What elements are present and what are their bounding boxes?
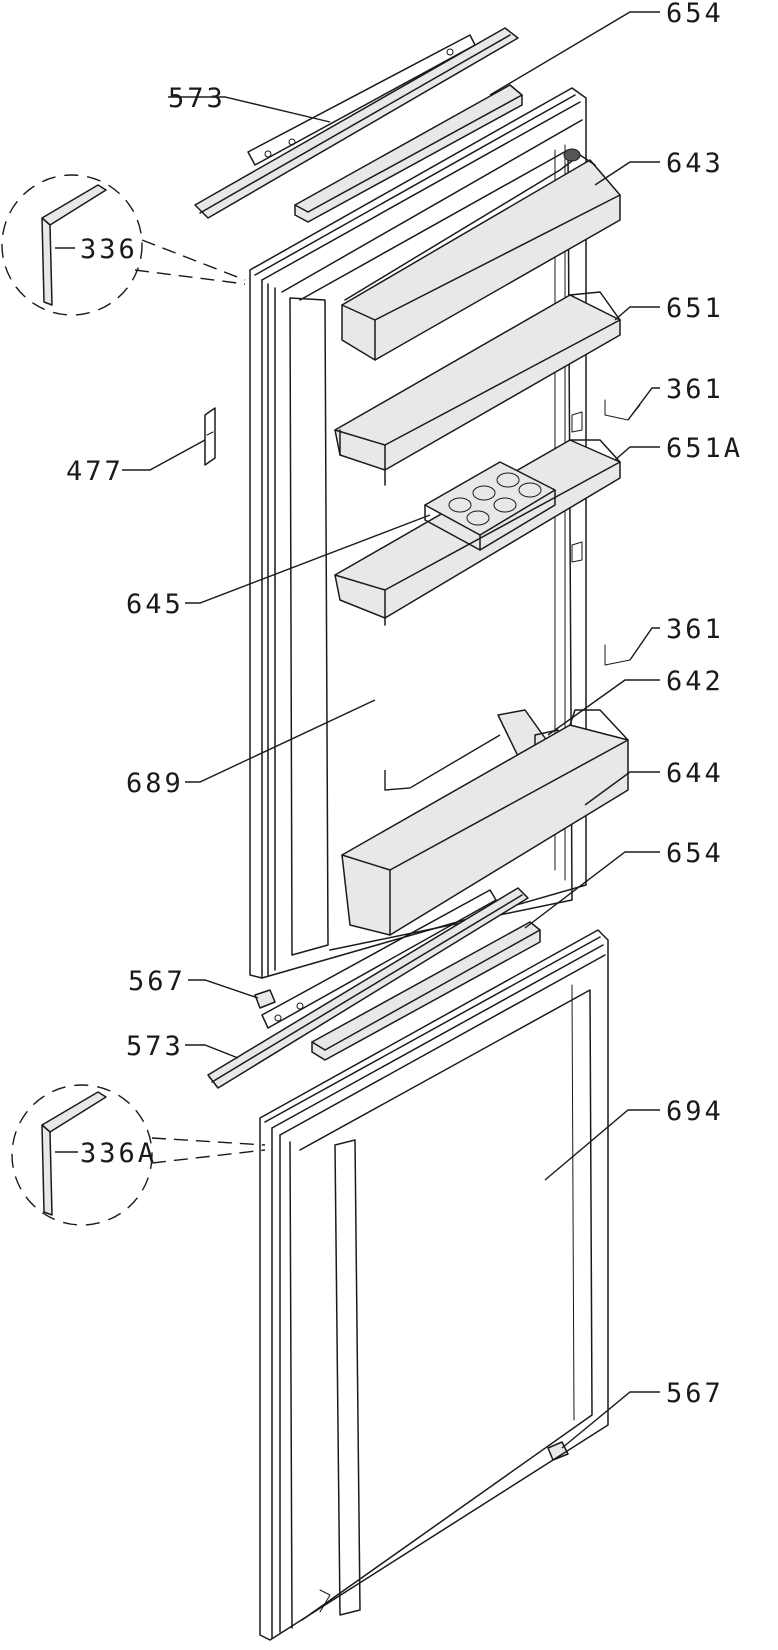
- detail-circle-336: [1, 174, 143, 316]
- shelf-retainer-361-lower: [571, 541, 631, 666]
- door-stop-567-upper: [254, 989, 276, 1009]
- egg-tray-645: [424, 461, 556, 551]
- callout-643: 643: [666, 148, 724, 179]
- callout-651: 651: [666, 293, 724, 324]
- leader-644: [584, 771, 660, 806]
- leader-361-lower: [629, 627, 660, 661]
- detail-circle-336A: [11, 1084, 153, 1226]
- leader-654-bottom: [524, 851, 660, 929]
- leader-642: [547, 679, 660, 736]
- magnet-clip-477: [204, 407, 216, 466]
- cover-strip-654-bottom: [311, 921, 541, 1061]
- leader-573-top: [168, 96, 331, 123]
- dairy-lid-643: [341, 148, 621, 361]
- callout-336A: 336A: [80, 1138, 157, 1169]
- leader-336A-upper: [151, 1137, 266, 1146]
- callout-645: 645: [126, 589, 184, 620]
- callout-642: 642: [666, 666, 724, 697]
- callout-361-lower: 361: [666, 614, 724, 645]
- lower-door-694: [259, 929, 609, 1641]
- leader-654-top: [489, 11, 660, 96]
- callout-651A: 651A: [666, 433, 743, 464]
- leader-643: [594, 161, 660, 186]
- leader-689: [185, 699, 376, 783]
- cover-strip-654-top: [294, 84, 523, 223]
- callout-477: 477: [66, 456, 124, 487]
- leader-651A: [614, 446, 660, 461]
- leader-651: [614, 306, 660, 321]
- leader-694: [544, 1109, 660, 1181]
- leader-567-upper: [188, 979, 259, 999]
- hinge-rail-573-bottom: [207, 887, 529, 1089]
- callout-573-top: 573: [168, 83, 226, 114]
- hinge-rail-573-top: [194, 27, 519, 219]
- leader-567-lower: [561, 1391, 660, 1449]
- callout-567-lower: 567: [666, 1378, 724, 1409]
- leader-336A-lower: [151, 1149, 266, 1164]
- leader-361-upper: [627, 387, 660, 421]
- callout-361-upper: 361: [666, 374, 724, 405]
- callout-644: 644: [666, 758, 724, 789]
- callout-573-bottom: 573: [126, 1031, 184, 1062]
- door-shelf-651: [334, 291, 621, 486]
- callout-567-upper: 567: [128, 966, 186, 997]
- leader-336-lower: [134, 269, 246, 285]
- callout-labels: 654 573 643 336 651 361 651A 477 645 361…: [66, 0, 743, 1409]
- callout-694: 694: [666, 1096, 724, 1127]
- shelf-retainer-361-upper: [571, 399, 641, 433]
- callout-654-top: 654: [666, 0, 724, 29]
- leader-573-bottom: [185, 1044, 239, 1059]
- bottle-shelf-644: [341, 709, 629, 936]
- callout-336: 336: [80, 234, 138, 265]
- leader-361-detail: [384, 734, 501, 791]
- leader-336-upper: [141, 239, 246, 281]
- callout-654-bottom: 654: [666, 838, 724, 869]
- leader-lines: [55, 11, 660, 1449]
- leader-645: [185, 514, 431, 604]
- leader-477: [122, 439, 206, 471]
- callout-689: 689: [126, 768, 184, 799]
